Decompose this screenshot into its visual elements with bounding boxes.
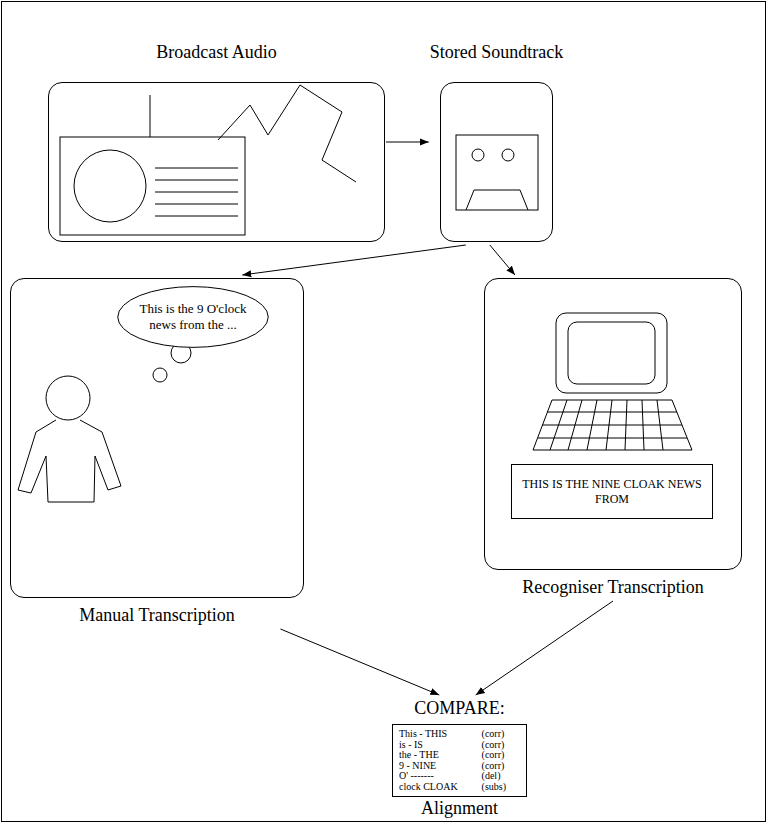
alignment-status: (corr) xyxy=(482,729,520,740)
flow-arrow xyxy=(280,629,439,695)
storage-box: Stored Soundtrack xyxy=(440,82,553,242)
alignment-table: This - THIS (corr) is - IS (corr) the - THE (… xyxy=(393,725,526,796)
monitor-case xyxy=(556,313,667,393)
recogniser-box: Recogniser TranscriptionTHIS IS THE NINE… xyxy=(484,278,742,570)
node-text: This is the 9 O'clock news from the ... xyxy=(129,301,257,334)
source-box: Broadcast Audio xyxy=(48,82,385,242)
alignment-pair: is - IS xyxy=(399,740,472,751)
flow-arrow xyxy=(476,601,613,695)
alignment-status: (subs) xyxy=(482,782,520,793)
alignment-status: (corr) xyxy=(482,740,520,751)
alignment-pair: clock CLOAK xyxy=(399,782,472,793)
radio-wave xyxy=(218,85,356,182)
alignment-status: (del) xyxy=(482,771,520,782)
box-heading: Stored Soundtrack xyxy=(430,42,563,63)
speech-bubble: This is the 9 O'clock news from the ... xyxy=(117,286,269,348)
alignment-status: (corr) xyxy=(482,761,520,772)
alignment-pair: O' ------- xyxy=(399,771,472,782)
person-head xyxy=(46,376,90,420)
alignment-pair: 9 - NINE xyxy=(399,761,472,772)
radio-body xyxy=(60,137,245,235)
box-heading: Broadcast Audio xyxy=(156,42,276,63)
flow-arrow xyxy=(386,142,429,143)
flow-arrow xyxy=(490,245,515,275)
keyboard-keys xyxy=(538,400,687,450)
cassette-window xyxy=(466,190,528,210)
flow-arrow xyxy=(242,245,466,275)
radio-speaker xyxy=(74,150,146,222)
alignment-status: (corr) xyxy=(482,750,520,761)
alignment-caption: Alignment xyxy=(421,798,498,819)
manual-box: Manual TranscriptionThis is the 9 O'cloc… xyxy=(10,278,304,598)
alignment-box: COMPARE:AlignmentThis - THIS(corr)is - I… xyxy=(392,724,527,797)
person-body xyxy=(18,420,121,502)
alignment-pair: the - THE xyxy=(399,750,472,761)
output-box: THIS IS THE NINE CLOAK NEWS FROM xyxy=(511,464,713,519)
box-heading: Recogniser Transcription xyxy=(522,577,704,598)
monitor-screen xyxy=(568,322,655,384)
cassette-reel xyxy=(472,149,484,161)
cassette-body xyxy=(456,135,538,210)
node-text: THIS IS THE NINE CLOAK NEWS FROM xyxy=(520,477,705,507)
compare-heading: COMPARE: xyxy=(414,698,504,719)
keyboard xyxy=(533,400,692,450)
radio-antenna xyxy=(150,95,151,137)
cassette-reel xyxy=(502,149,514,161)
alignment-pair: This - THIS xyxy=(399,729,472,740)
box-heading: Manual Transcription xyxy=(79,605,235,626)
thought-dot xyxy=(153,368,167,382)
radio-grille xyxy=(155,168,238,216)
